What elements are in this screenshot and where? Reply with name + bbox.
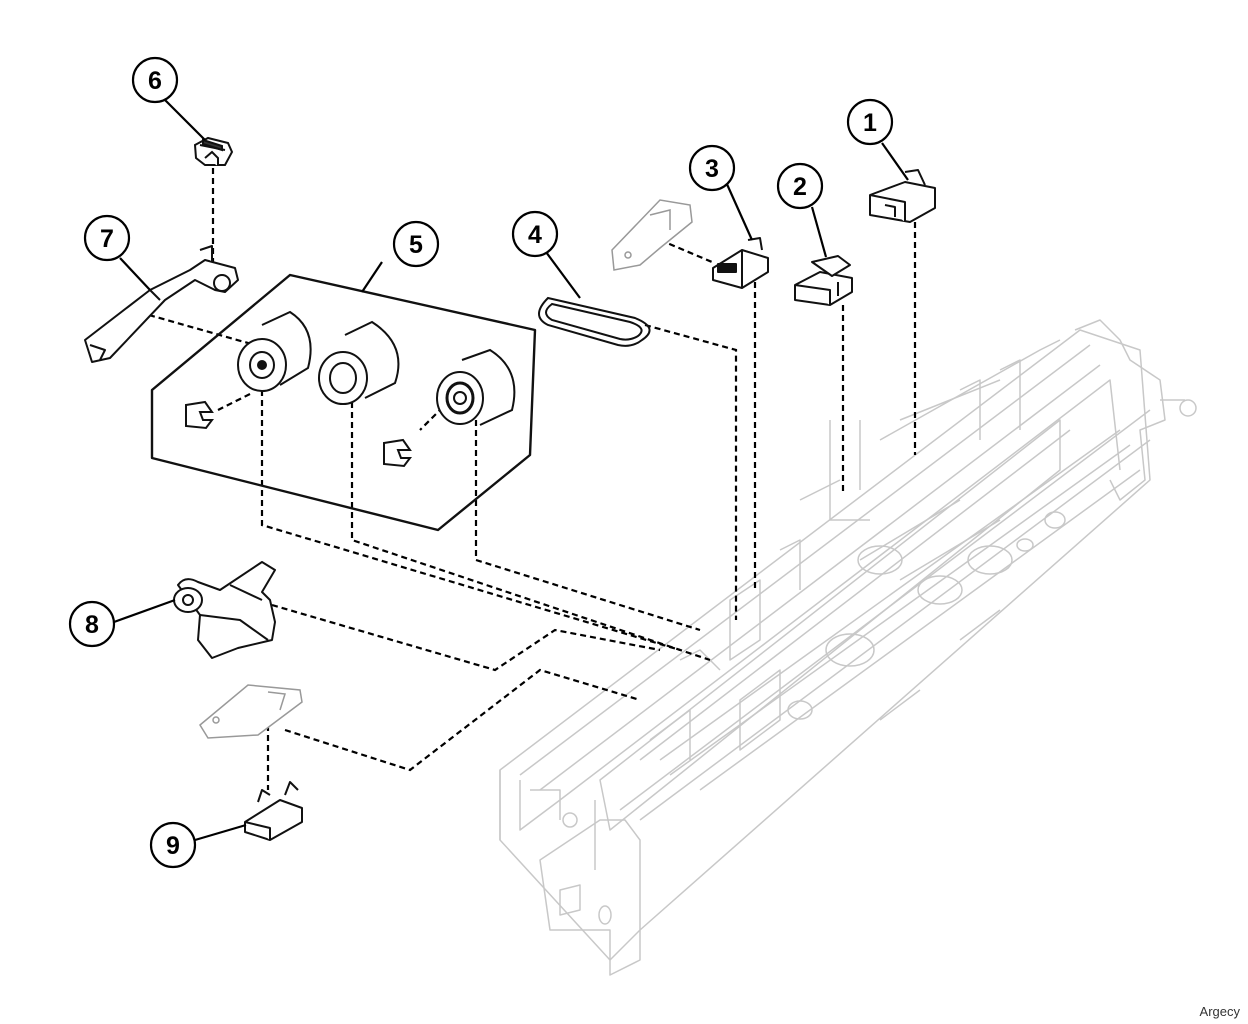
part-bracket-plate-lower xyxy=(199,684,303,739)
callout-2: 2 xyxy=(776,162,824,210)
callout-label-4: 4 xyxy=(528,221,542,249)
callout-6: 6 xyxy=(131,56,179,104)
callout-4: 4 xyxy=(511,210,559,258)
callout-label-9: 9 xyxy=(166,832,180,860)
callout-label-5: 5 xyxy=(409,231,423,259)
roller-kit-panel xyxy=(150,273,537,532)
callout-label-3: 3 xyxy=(705,155,719,183)
part-sensor-2 xyxy=(794,255,853,306)
part-actuator-cap xyxy=(193,136,234,166)
callout-3: 3 xyxy=(688,144,736,192)
callout-label-7: 7 xyxy=(100,225,114,253)
part-pick-arm xyxy=(173,561,276,659)
callout-5: 5 xyxy=(392,220,440,268)
part-sensor-1 xyxy=(869,169,936,223)
callout-7: 7 xyxy=(83,214,131,262)
part-sensor-3 xyxy=(712,237,769,289)
callout-label-2: 2 xyxy=(793,173,807,201)
pick-roller-2 xyxy=(318,320,400,405)
pick-roller-3 xyxy=(436,348,516,426)
watermark-text: Argecy xyxy=(1199,1004,1240,1019)
retaining-clip-1 xyxy=(185,400,214,430)
callout-8: 8 xyxy=(68,600,116,648)
callouts: 6 7 5 4 3 2 1 8 xyxy=(68,56,909,869)
part-belt xyxy=(538,296,651,347)
callout-9: 9 xyxy=(149,821,197,869)
part-sensor-9 xyxy=(244,781,303,841)
pick-roller-1 xyxy=(237,310,312,392)
part-bracket-plate-upper xyxy=(611,199,693,271)
retaining-clip-2 xyxy=(383,438,412,468)
callout-label-6: 6 xyxy=(148,67,162,95)
chassis-assembly xyxy=(499,319,1197,976)
part-actuator-arm xyxy=(84,245,239,363)
callout-label-1: 1 xyxy=(863,109,877,137)
callout-label-8: 8 xyxy=(85,611,99,639)
callout-1: 1 xyxy=(846,98,894,146)
